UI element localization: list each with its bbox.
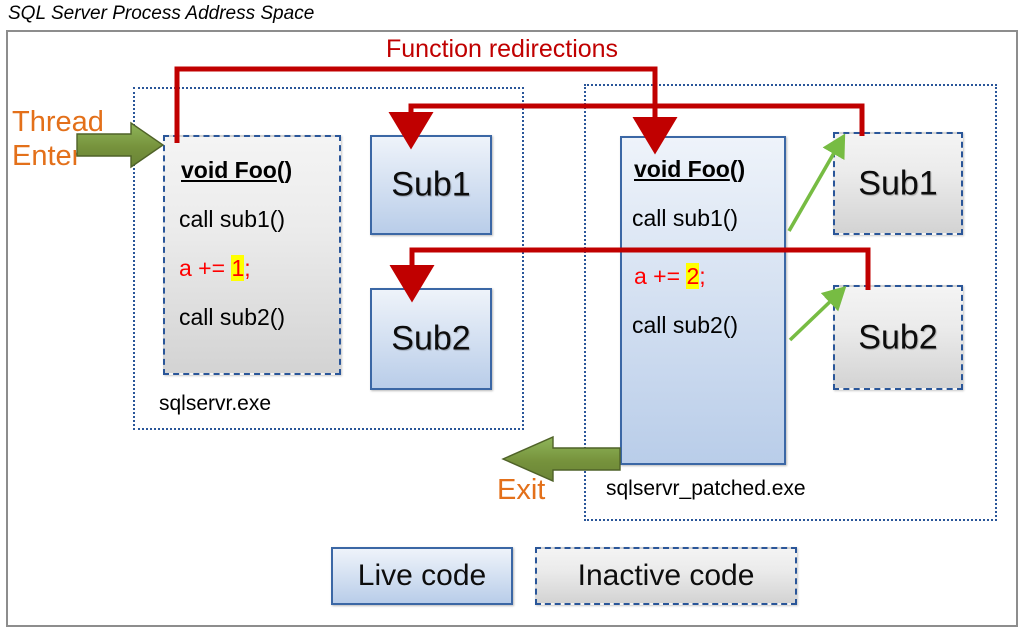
- patched-foo-call-sub2: call sub2(): [632, 312, 739, 338]
- patched-foo-box[interactable]: void Foo() call sub1() a += 2; call sub2…: [620, 136, 786, 465]
- patched-foo-increment-prefix: a +=: [634, 263, 687, 289]
- patched-foo-increment-suffix: ;: [699, 263, 706, 289]
- middle-sub2-box[interactable]: Sub2: [370, 288, 492, 390]
- patched-foo-increment: a += 2;: [634, 263, 706, 290]
- original-foo-increment: a += 1;: [179, 255, 251, 282]
- right-sub2-box[interactable]: Sub2: [833, 285, 963, 390]
- right-sub1-box[interactable]: Sub1: [833, 132, 963, 235]
- legend-inactive-code[interactable]: Inactive code: [535, 547, 797, 605]
- original-foo-box[interactable]: void Foo() call sub1() a += 1; call sub2…: [163, 135, 341, 375]
- thread-enter-line1: Thread: [12, 106, 104, 138]
- process-label-sqlservr-patched: sqlservr_patched.exe: [606, 477, 806, 500]
- middle-sub1-label: Sub1: [391, 165, 471, 204]
- right-sub2-label: Sub2: [858, 318, 938, 356]
- legend-live-code-label: Live code: [357, 559, 487, 592]
- thread-enter-line2: Enter: [12, 140, 82, 172]
- process-label-sqlservr: sqlservr.exe: [159, 392, 272, 415]
- original-foo-call-sub1: call sub1(): [179, 206, 286, 232]
- original-foo-call-sub2: call sub2(): [179, 304, 286, 330]
- thread-enter-label: Thread Enter: [12, 105, 104, 173]
- original-foo-signature: void Foo(): [181, 157, 292, 184]
- original-foo-increment-suffix: ;: [244, 255, 251, 281]
- patched-foo-signature-bold: void Foo: [634, 156, 730, 182]
- legend-inactive-code-label: Inactive code: [577, 559, 755, 592]
- original-foo-increment-value: 1: [231, 255, 245, 281]
- legend-live-code[interactable]: Live code: [331, 547, 513, 605]
- right-sub1-label: Sub1: [858, 164, 938, 202]
- middle-sub1-box[interactable]: Sub1: [370, 135, 492, 235]
- original-foo-increment-prefix: a +=: [179, 255, 232, 281]
- middle-sub2-label: Sub2: [391, 319, 471, 358]
- function-redirections-label: Function redirections: [386, 35, 619, 63]
- patched-foo-call-sub1: call sub1(): [632, 205, 739, 231]
- exit-label: Exit: [497, 474, 546, 506]
- patched-foo-increment-value: 2: [686, 263, 700, 289]
- patched-foo-signature-tail: (): [729, 156, 746, 182]
- process-container-sqlservr-patched: [584, 84, 997, 521]
- original-foo-signature-tail: (): [276, 157, 293, 183]
- original-foo-signature-bold: void Foo: [181, 157, 277, 183]
- page-title: SQL Server Process Address Space: [8, 3, 315, 24]
- patched-foo-signature: void Foo(): [634, 156, 745, 183]
